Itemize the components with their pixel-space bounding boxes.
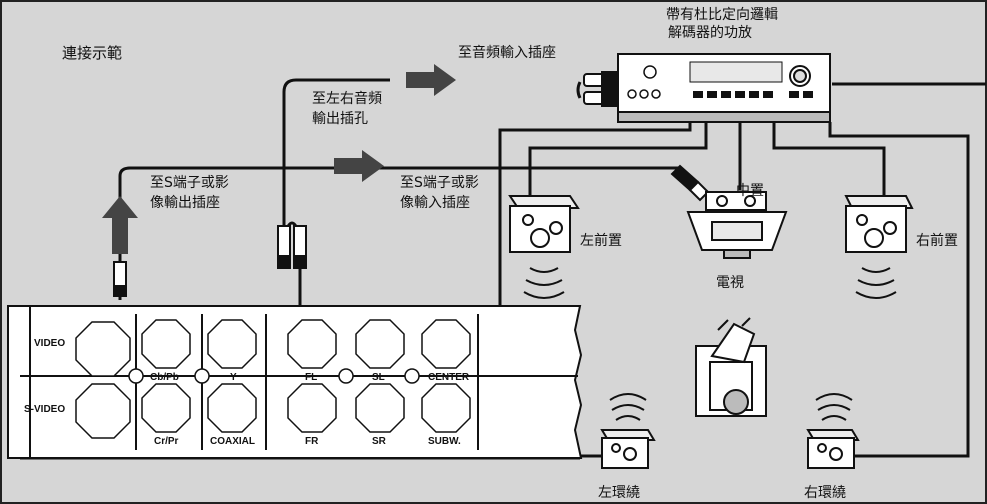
arrow-right-audio: [406, 64, 456, 96]
amp-audio-feed: [576, 81, 582, 99]
sound-waves-surround-left: [609, 393, 647, 421]
jack-label-sr: SR: [372, 436, 386, 447]
svideo-cable: [118, 166, 699, 300]
label-to-svideo-in-line1: 至S端子或影: [400, 175, 479, 191]
jack-label-sl: SL: [372, 372, 385, 383]
jack-label-fr: FR: [305, 436, 319, 447]
cable-front-right: [772, 122, 886, 196]
label-surround-right: 右環繞: [804, 485, 846, 501]
speaker-front-left: [508, 195, 580, 253]
label-surround-left: 左環繞: [598, 485, 640, 501]
cable-front-left: [528, 122, 708, 196]
jack-label-subw: SUBW.: [428, 436, 461, 447]
jack-label-y: Y: [230, 372, 237, 383]
amplifier-label-line1: 帶有杜比定向邏輯: [666, 7, 778, 23]
label-to-lr-out-line2: 輸出插孔: [312, 111, 368, 127]
diagram-title: 連接示範: [62, 44, 123, 62]
direction-arrows: [102, 64, 456, 254]
label-front-right: 右前置: [916, 233, 958, 249]
sound-waves-front-right: [855, 267, 897, 299]
jack-label-svideo: S-VIDEO: [24, 404, 66, 415]
amplifier-label-line2: 解碼器的功放: [668, 25, 752, 41]
svideo-plug-tv: [670, 164, 710, 202]
arrow-right-svideo: [334, 150, 384, 182]
jack-label-video: VIDEO: [34, 338, 66, 349]
jack-label-center: CENTER: [428, 372, 470, 383]
cable-surround-right: [828, 122, 970, 458]
label-front-left: 左前置: [580, 233, 622, 249]
speaker-surround-right: [806, 429, 860, 469]
arrow-up: [102, 196, 138, 254]
speaker-surround-left: [600, 429, 656, 469]
jack-label-fl: FL: [305, 372, 318, 383]
sound-waves-front-left: [523, 267, 565, 299]
label-to-audio-in: 至音頻輸入插座: [458, 45, 556, 61]
sound-waves-surround-right: [815, 393, 853, 421]
label-tv: 電視: [716, 275, 744, 291]
audio-cable-left: [282, 78, 390, 236]
jack-label-cbpb: Cb/Pb: [150, 372, 179, 383]
rca-plugs-player: [113, 225, 307, 297]
label-to-svideo-out-line2: 像輸出插座: [150, 195, 220, 211]
listener-seat: [695, 317, 767, 417]
speaker-front-right: [844, 195, 914, 253]
jack-label-crpr: Cr/Pr: [154, 436, 179, 447]
panel-jacks: [75, 319, 471, 439]
label-to-svideo-in-line2: 像輸入插座: [400, 195, 470, 211]
tv-with-center-speaker: [686, 191, 788, 259]
label-to-lr-out-line1: 至左右音頻: [312, 91, 382, 107]
jack-label-coaxial: COAXIAL: [210, 436, 255, 447]
label-to-svideo-out-line1: 至S端子或影: [150, 175, 229, 191]
amplifier-device: [617, 53, 831, 123]
label-center: 中置: [736, 183, 764, 199]
rca-plugs-amp: [583, 71, 619, 107]
